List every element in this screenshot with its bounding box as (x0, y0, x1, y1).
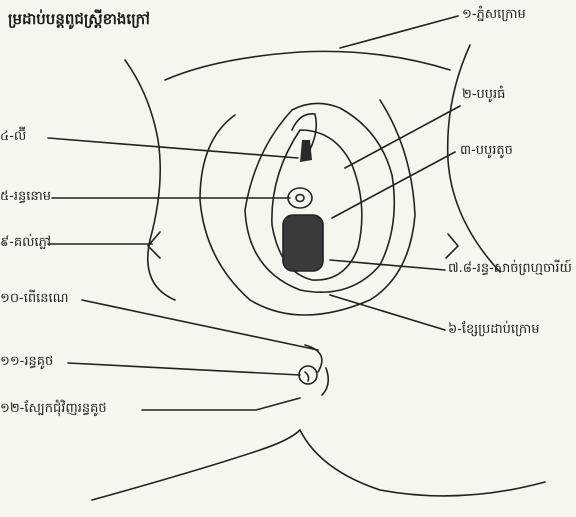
leader-11 (68, 363, 300, 375)
thigh-left-outline (165, 51, 450, 80)
leader-6 (330, 295, 445, 330)
label-perianal-skin: ១២-ស្បែកជុំវិញរន្ធគូថ (0, 402, 107, 415)
label-fourchette: ៦-ខ្សែប្រដាប់ក្រោម (448, 323, 540, 336)
label-clitoris: ៤-ល៊ី (0, 130, 26, 143)
mons-outline (200, 100, 415, 315)
label-mons: ១-ភ្នំសក្រោម (462, 8, 526, 21)
leader-4 (48, 138, 298, 158)
label-hip-crease: ៩-គល់ភ្លៅ (0, 236, 51, 249)
leader-78 (330, 260, 445, 270)
diagram-title: ម្រដាប់បន្តពូជស្ត្រីខាងក្រៅ (8, 12, 150, 27)
leader-10 (82, 300, 318, 350)
hip-crease-right (446, 234, 458, 258)
vaginal-opening (283, 215, 323, 271)
label-perineum: ១០-ពើនេណេ (0, 292, 69, 305)
leader-12 (142, 398, 300, 410)
leader-1 (340, 16, 458, 48)
thigh-left-line (125, 60, 175, 300)
thigh-right-line (448, 45, 500, 272)
label-urethra: ៥-រន្ធនោម (0, 190, 51, 203)
buttock-left (92, 430, 300, 500)
label-labia-minora: ៣-បបូរតូច (460, 144, 513, 157)
label-labia-majora: ២-បបូរធំ (462, 88, 505, 101)
urethral-opening (288, 188, 312, 208)
clitoris-mark (300, 140, 312, 162)
buttock-right (300, 430, 545, 496)
label-anus: ១១-រន្ធគូថ (0, 355, 53, 368)
hip-crease-left (148, 232, 160, 258)
anus-skin-line (322, 368, 328, 395)
label-vagina-hymen: ៧.៨-រន្ធ-សាច់ព្រហ្មចារីយ៍ (448, 262, 572, 275)
